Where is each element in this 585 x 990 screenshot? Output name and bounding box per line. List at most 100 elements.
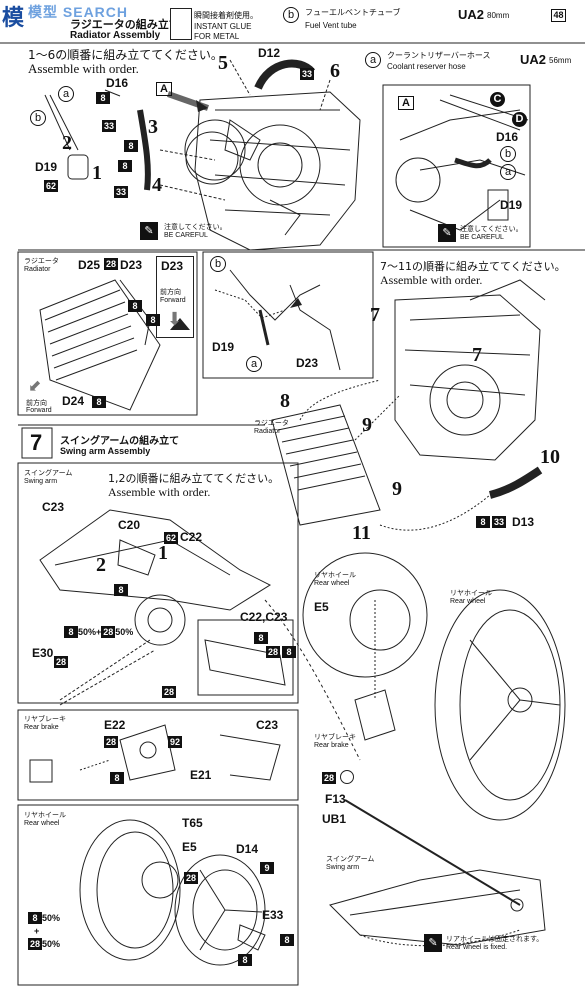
step-num-2: 2 [62,132,72,154]
step-num-9b: 9 [392,478,402,500]
detail-careful-jp: 注意してください。 [460,225,523,233]
step6-instruction-jp: 1～6の順番に組み立ててください。 [28,48,223,62]
wheel-box-e5: E5 [182,840,197,854]
tube-b-circle: b [283,7,299,23]
step11-badge-8: 8 [476,516,490,528]
hose-box-d19: D19 [212,340,235,354]
tube-b-code: UA2 [458,7,485,22]
radiator-badge-8-b: 8 [146,314,160,326]
step7-title-jp: スイングアームの組み立て [60,436,180,447]
radiator-fwd2-jp: 前方向 [26,399,47,407]
step7-c20: C20 [118,518,141,532]
radiator-badge-8-c: 8 [92,396,106,408]
radiator-title-jp: ラジエータ [24,257,59,265]
detail-c-marker: C [490,92,505,107]
step-num-3: 3 [148,116,158,138]
step11-badge-33: 33 [492,516,506,528]
final-badge-28: 28 [322,772,336,784]
step11-radiator-jp: ラジエータ [254,419,289,427]
detail-a-label: A [398,96,414,110]
hose-box-b: b [210,256,226,272]
step6-instruction-en: Assemble with order. [28,61,139,76]
radiator-fwd-arrow-icon: ⬋ [28,378,42,395]
hose-box-d23: D23 [296,356,319,370]
final-swing-en: Swing arm [326,864,360,871]
final-fixed-jp: リアホイールは固定されます。 [446,935,544,943]
radiator-inset: D23 前方向 Forward ⬇ [156,256,194,338]
wheel-box-mix-pct-1: 50% [42,913,61,923]
step11-d13: D13 [512,515,535,529]
step7-badge-28-b: 28 [162,686,176,698]
detail-d-marker: D [512,112,527,127]
final-fixed-icon: ✎ [424,934,442,952]
hose-b-circle: b [30,110,46,126]
badge-33-bottom: 33 [114,186,128,198]
wheel-box-badge-8-b: 8 [238,954,252,966]
glue-note-jp: 瞬間接着剤使用。 [194,11,258,20]
step7-badge-8-d: 8 [254,632,268,644]
badge-8-b: 8 [124,140,138,152]
step-num-9a: 9 [362,414,372,436]
brake-badge-28: 28 [104,736,118,748]
step7-badge-28-a: 28 [54,656,68,668]
step7-c23: C23 [42,500,65,514]
detail-d19: D19 [500,198,523,212]
step7-title-en: Swing arm Assembly [60,446,151,456]
final-swing-jp: スイングアーム [326,855,375,863]
radiator-d23: D23 [120,258,143,272]
section-title-en: Radiator Assembly [70,30,161,41]
tube-a-jp: クーラントリザーバーホース [387,51,491,60]
step7-badge-28-c: 28 [266,646,280,658]
detail-careful-icon: ✎ [438,224,456,242]
badge-8-c: 8 [118,160,132,172]
detail-careful-en: BE CAREFUL [460,234,504,241]
tube-a-en: Coolant reserver hose [387,62,466,71]
badge-33-top: 33 [300,68,314,80]
section-title-jp: ラジエータの組み立て [70,18,180,31]
radiator-badge-8-a: 8 [128,300,142,312]
part-d12: D12 [258,46,281,60]
wheel-box-mix-plus: + [34,926,40,936]
radiator-d24: D24 [62,394,85,408]
brake-c23: C23 [256,718,279,732]
badge-33-left: 33 [102,120,116,132]
wheel-small-brake-en: Rear brake [314,742,349,749]
step7-num-2: 2 [96,554,106,576]
step7-c22: C22 [180,530,203,544]
step7-mix-pct-b: 50% [115,627,134,637]
tube-a-circle: a [365,52,381,68]
forward-arrow-icon: ⬇ [167,309,183,329]
badge-62: 62 [44,180,58,192]
step7-sub-en: Swing arm [24,478,58,485]
watermark: 模 模型 SEARCH [0,0,130,40]
tube-b-length: 80mm [487,11,510,20]
glue-note-en-1: INSTANT GLUE [194,22,252,31]
hose-a-circle: a [58,86,74,102]
wheel-small-title-en: Rear wheel [314,580,350,587]
final-washer-icon [340,770,354,784]
wheel-box-t65: T65 [182,816,203,830]
wheel-box-title-jp: リヤホイール [24,811,66,819]
careful-en: BE CAREFUL [164,232,208,239]
step7-num-1: 1 [158,542,168,564]
wheel-small-brake-jp: リヤブレーキ [314,733,356,741]
step-num-7a: 7 [370,304,380,326]
step7-mix-b: 28 [101,626,116,638]
brake-title-jp: リヤブレーキ [24,715,66,723]
wheel-small-title-jp: リヤホイール [314,571,356,579]
step11-instruction-en: Assemble with order. [380,273,483,287]
detail-a-circle: a [500,164,516,180]
step11-radiator-en: Radiator [254,428,281,435]
step7-badge-8-e: 8 [282,646,296,658]
tube-b-jp: フューエルベントチューブ [305,8,401,17]
page-badge: 48 [551,9,566,22]
hose-box-a: a [246,356,262,372]
final-f13: F13 [325,792,346,806]
glue-icon [170,8,192,40]
callout-a: A [156,82,172,96]
tube-a-code: UA2 [520,52,547,67]
tube-a-row: a クーラントリザーバーホース Coolant reserver hose UA… [365,50,583,80]
brake-e21: E21 [190,768,212,782]
